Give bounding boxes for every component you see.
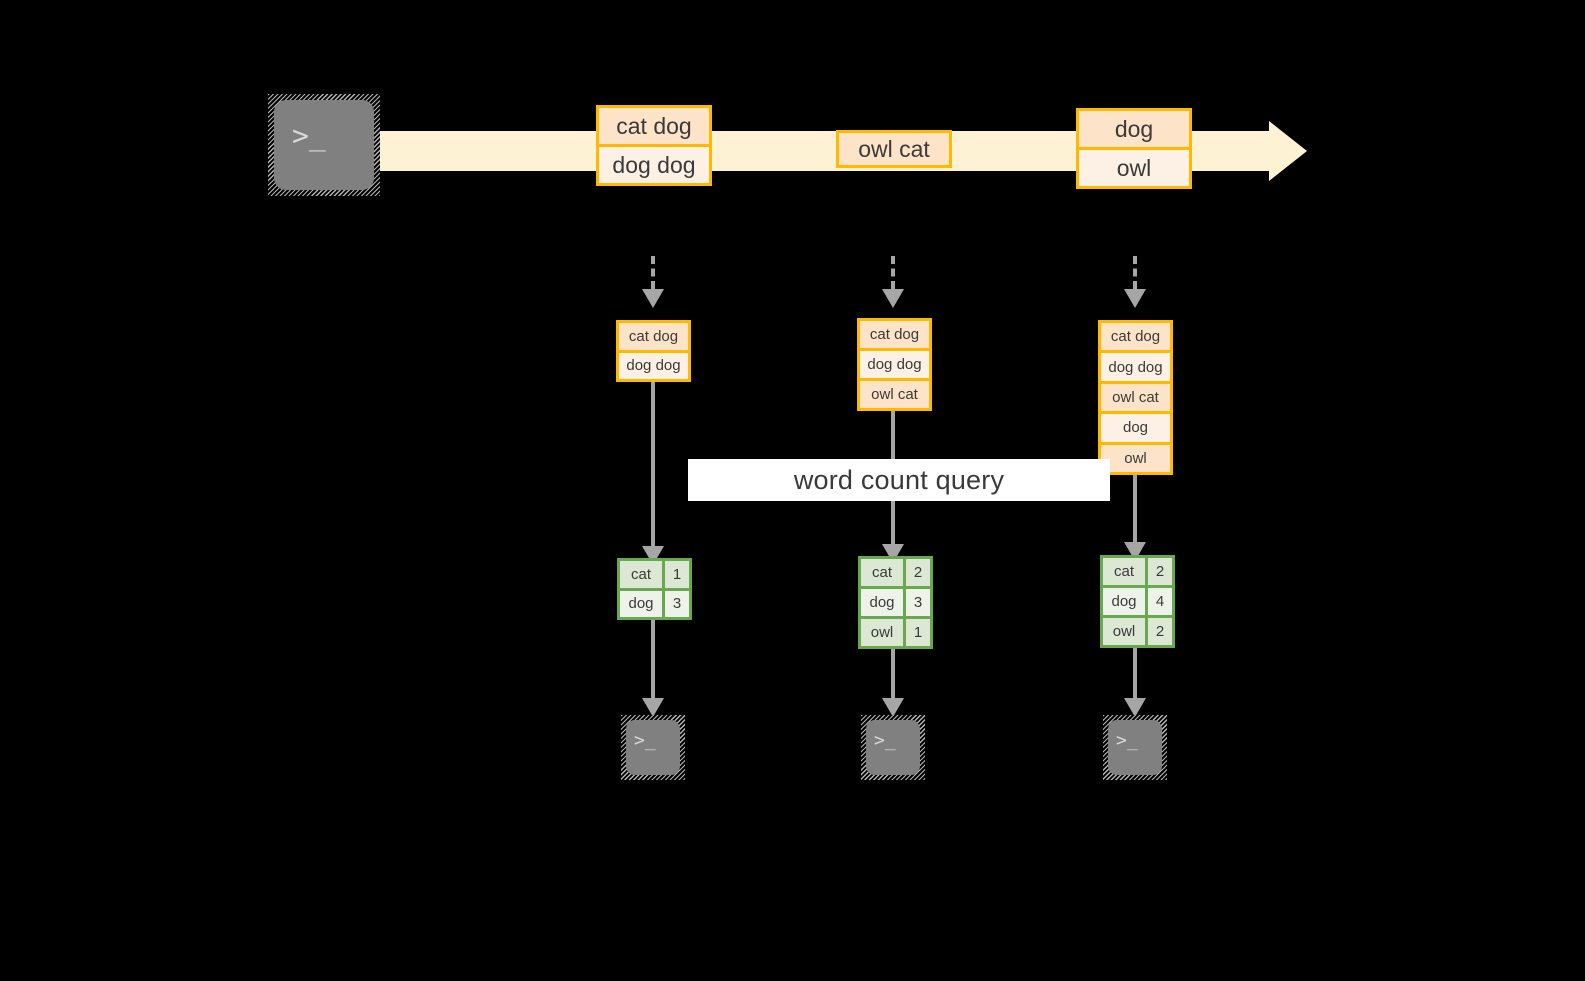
result-count: 1 bbox=[903, 619, 930, 646]
query-label: word count query bbox=[793, 464, 1005, 495]
result-word: cat bbox=[1103, 558, 1145, 585]
stream-to-input-arrowhead-2 bbox=[882, 289, 904, 308]
input-table-trigger-3[interactable]: cat dog dog dog owl cat dog owl bbox=[1098, 320, 1173, 475]
stream-to-input-arrowhead-3 bbox=[1124, 289, 1146, 308]
table-row: cat 2 bbox=[861, 559, 930, 586]
stream-to-input-connector-1 bbox=[651, 256, 655, 289]
sink-terminal-icon-1[interactable]: >_ bbox=[621, 715, 685, 780]
result-table-trigger-1[interactable]: cat 1 dog 3 bbox=[617, 558, 692, 620]
result-count: 2 bbox=[1145, 558, 1172, 585]
input-table-row: owl cat bbox=[860, 378, 929, 408]
terminal-body bbox=[866, 720, 920, 775]
input-table-trigger-2[interactable]: cat dog dog dog owl cat bbox=[857, 318, 932, 411]
result-word: owl bbox=[1103, 618, 1145, 645]
input-table-row: dog dog bbox=[619, 349, 688, 379]
result-count: 2 bbox=[1145, 618, 1172, 645]
stream-event-line: dog bbox=[1079, 111, 1189, 147]
result-word: dog bbox=[620, 590, 662, 617]
input-table-row: cat dog bbox=[1101, 323, 1170, 351]
stream-arrowhead bbox=[1269, 121, 1307, 181]
sink-terminal-icon-2[interactable]: >_ bbox=[861, 715, 925, 780]
table-row: owl 1 bbox=[861, 616, 930, 646]
sink-connector-2 bbox=[891, 649, 895, 698]
input-table-row: dog dog bbox=[1101, 350, 1170, 381]
input-table-row: dog dog bbox=[860, 348, 929, 378]
sink-arrowhead-3 bbox=[1124, 698, 1146, 717]
result-count: 3 bbox=[662, 590, 689, 617]
stream-event-line: owl cat bbox=[839, 133, 949, 165]
result-word: cat bbox=[620, 561, 662, 588]
result-count: 1 bbox=[662, 561, 689, 588]
query-label-band: word count query bbox=[688, 459, 1110, 501]
input-table-trigger-1[interactable]: cat dog dog dog bbox=[616, 320, 691, 382]
sink-arrowhead-2 bbox=[882, 698, 904, 717]
stream-to-input-connector-3 bbox=[1133, 256, 1137, 289]
table-row: cat 1 bbox=[620, 561, 689, 588]
input-table-row: cat dog bbox=[619, 323, 688, 350]
result-count: 2 bbox=[903, 559, 930, 586]
table-row: dog 3 bbox=[620, 587, 689, 617]
stream-to-input-connector-2 bbox=[891, 256, 895, 289]
sink-arrowhead-1 bbox=[642, 698, 664, 717]
stream-event-batch-2[interactable]: owl cat bbox=[836, 130, 952, 168]
result-word: dog bbox=[1103, 588, 1145, 615]
result-word: owl bbox=[861, 619, 903, 646]
stream-event-line: dog dog bbox=[599, 144, 709, 183]
stream-event-batch-3[interactable]: dog owl bbox=[1076, 108, 1192, 189]
terminal-prompt-glyph: >_ bbox=[874, 730, 896, 751]
result-count: 3 bbox=[903, 589, 930, 616]
table-row: dog 4 bbox=[1103, 585, 1172, 615]
input-table-row: owl bbox=[1101, 441, 1170, 473]
result-table-trigger-2[interactable]: cat 2 dog 3 owl 1 bbox=[858, 556, 933, 649]
terminal-prompt-glyph: >_ bbox=[1116, 730, 1138, 751]
terminal-body bbox=[274, 100, 374, 190]
stream-event-batch-1[interactable]: cat dog dog dog bbox=[596, 105, 712, 186]
table-row: owl 2 bbox=[1103, 615, 1172, 645]
input-table-row: owl cat bbox=[1101, 380, 1170, 412]
terminal-prompt-glyph: >_ bbox=[292, 119, 326, 152]
sink-connector-1 bbox=[651, 620, 655, 698]
result-table-trigger-3[interactable]: cat 2 dog 4 owl 2 bbox=[1100, 555, 1175, 648]
terminal-body bbox=[1108, 720, 1162, 775]
query-connector-1 bbox=[651, 382, 655, 546]
result-word: dog bbox=[861, 589, 903, 616]
query-connector-3 bbox=[1133, 475, 1137, 542]
sink-terminal-icon-3[interactable]: >_ bbox=[1103, 715, 1167, 780]
result-word: cat bbox=[861, 559, 903, 586]
stream-event-line: cat dog bbox=[599, 108, 709, 144]
input-table-row: cat dog bbox=[860, 321, 929, 348]
stream-to-input-arrowhead-1 bbox=[642, 289, 664, 308]
terminal-body bbox=[626, 720, 680, 775]
result-count: 4 bbox=[1145, 588, 1172, 615]
source-terminal-icon[interactable]: >_ bbox=[268, 94, 380, 196]
stream-event-line: owl bbox=[1079, 147, 1189, 186]
table-row: cat 2 bbox=[1103, 558, 1172, 585]
input-table-row: dog bbox=[1101, 411, 1170, 442]
sink-connector-3 bbox=[1133, 648, 1137, 698]
terminal-prompt-glyph: >_ bbox=[634, 730, 656, 751]
table-row: dog 3 bbox=[861, 586, 930, 616]
